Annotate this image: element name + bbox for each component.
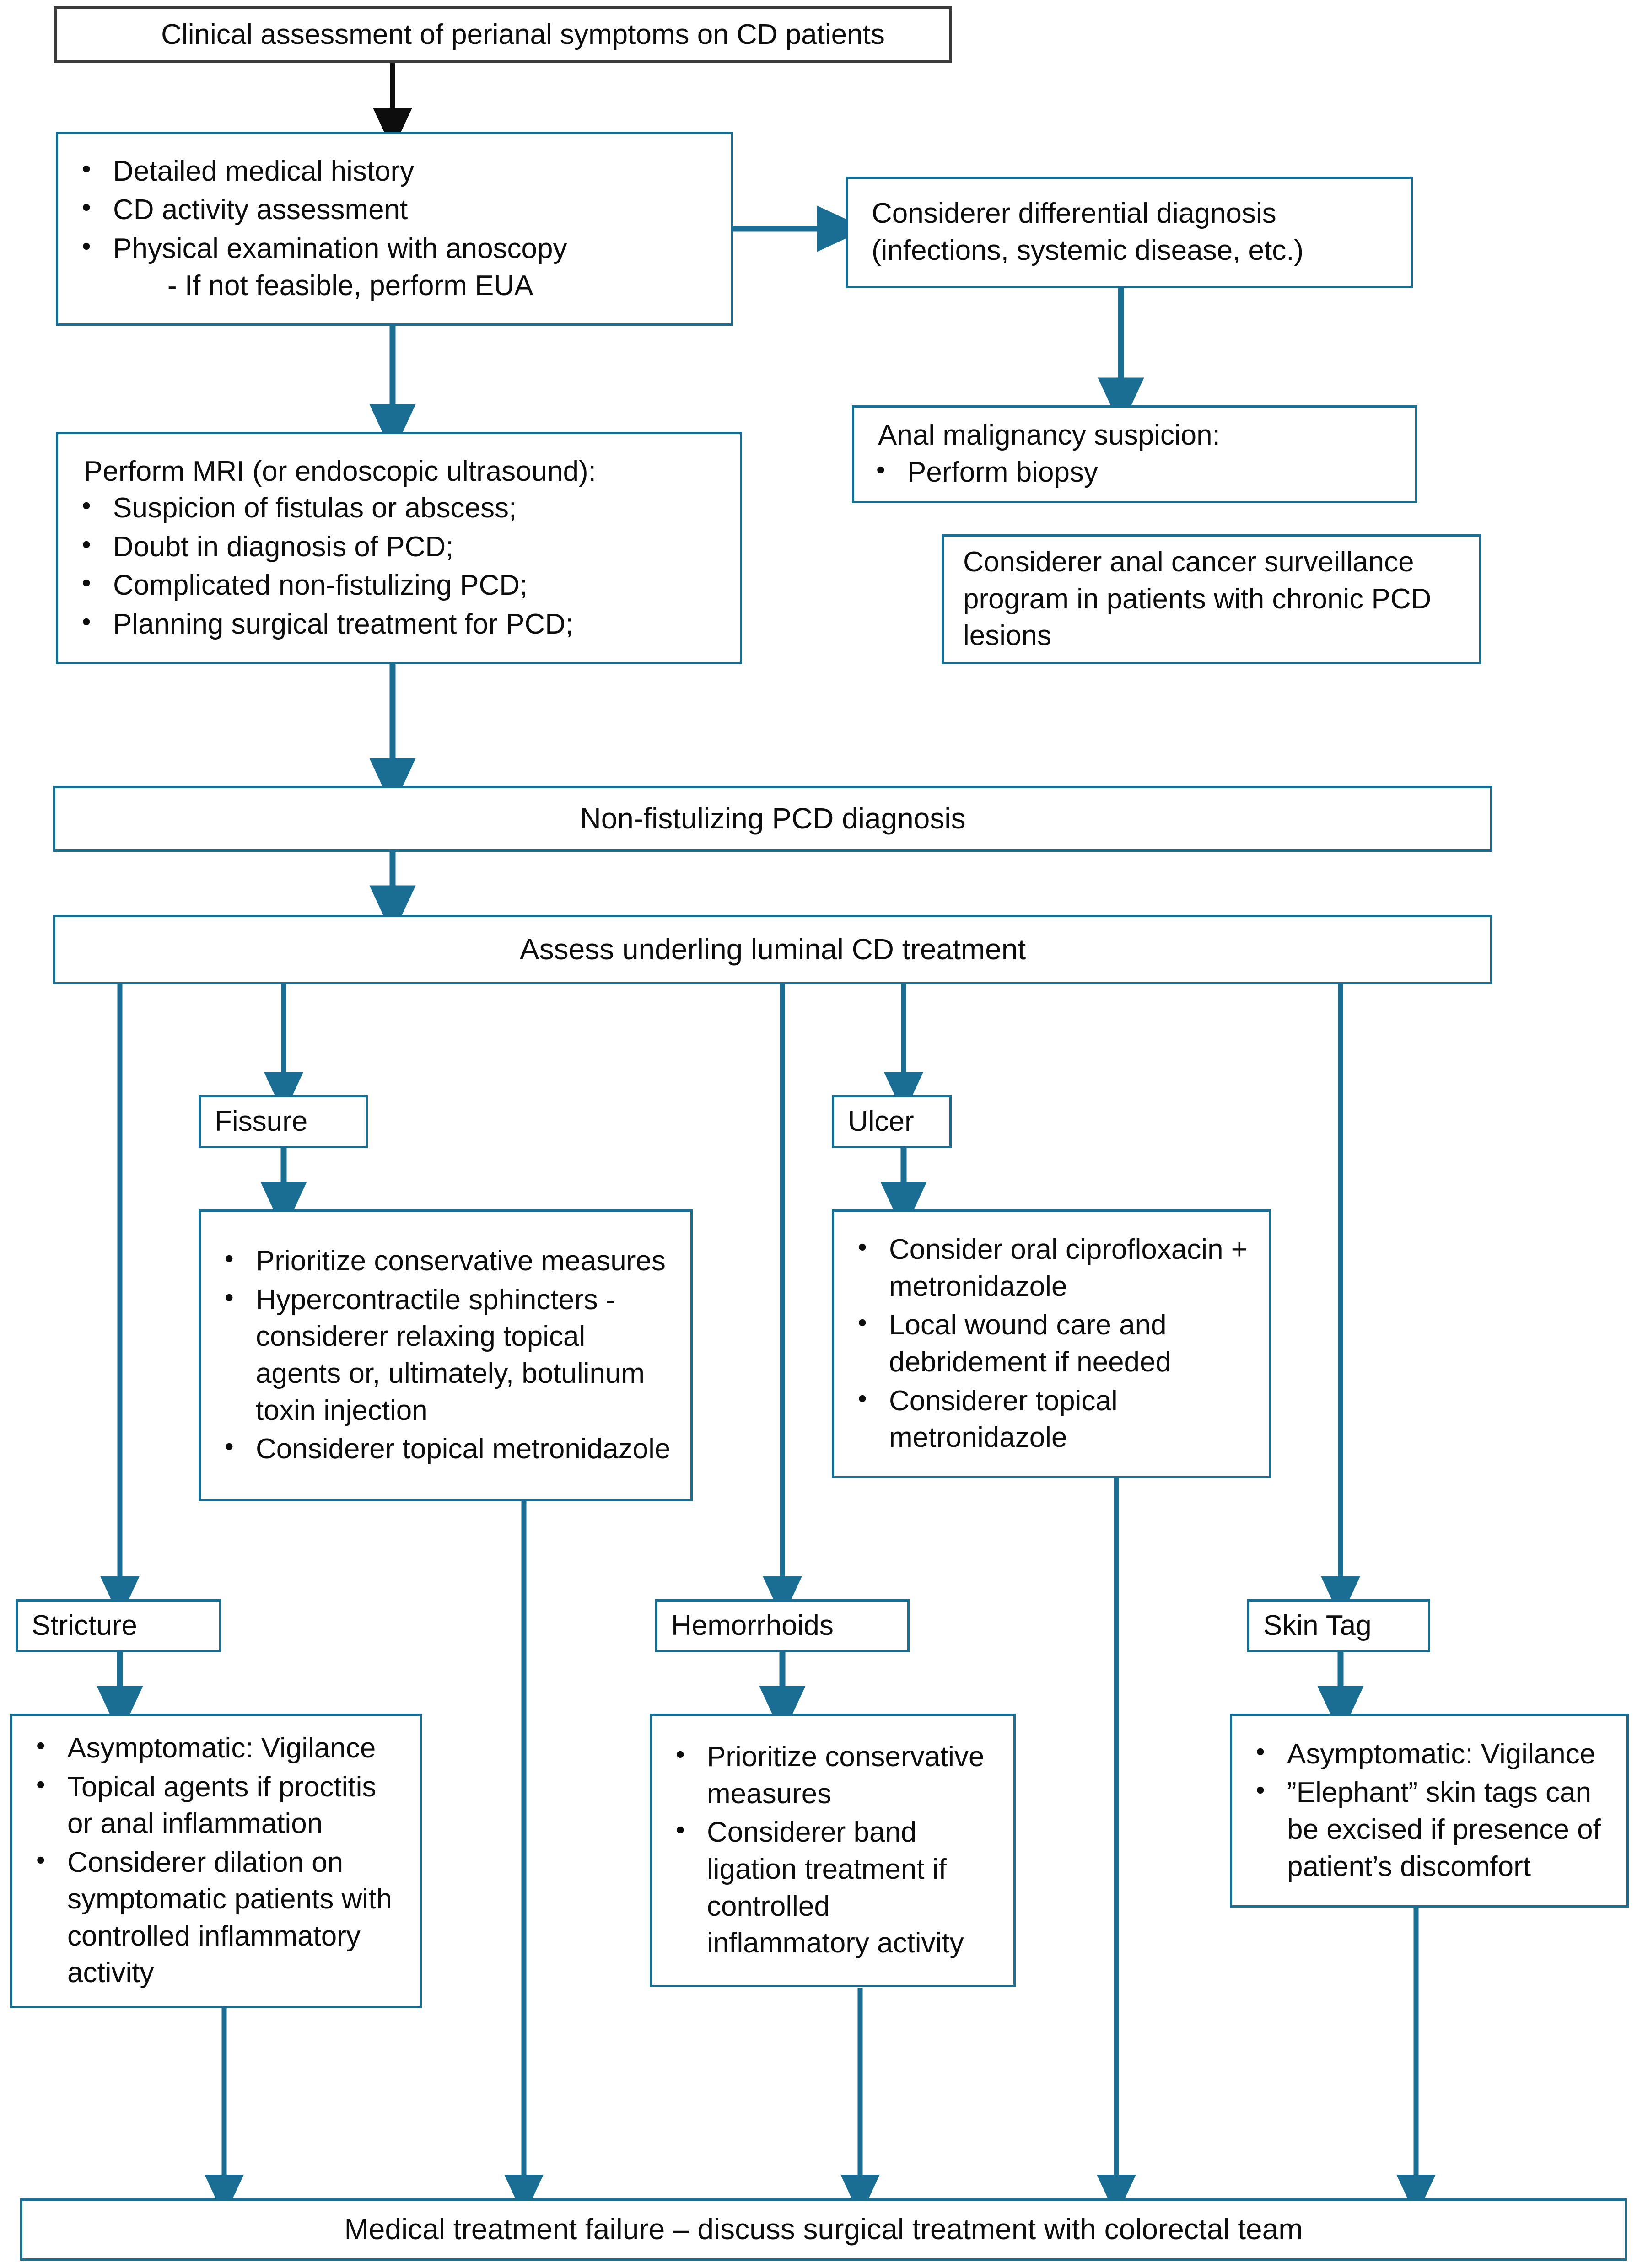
skintag-bullets: Asymptomatic: Vigilance ”Elephant” skin …	[1248, 1735, 1611, 1885]
fissure-label: Fissure	[215, 1105, 308, 1137]
malignancy-bullets: Perform biopsy	[868, 453, 1401, 491]
list-item: Considerer topical metronidazole	[216, 1430, 675, 1468]
node-hemorrhoids-detail[interactable]: Prioritize conservative measures Conside…	[650, 1714, 1016, 1987]
skintag-label: Skin Tag	[1263, 1609, 1372, 1641]
list-item: Local wound care and debridement if need…	[850, 1306, 1253, 1381]
list-item: Topical agents if proctitis or anal infl…	[28, 1768, 404, 1843]
ulcer-label: Ulcer	[848, 1105, 914, 1137]
imaging-title: Perform MRI (or endoscopic ultrasound):	[84, 455, 596, 487]
node-fissure-label[interactable]: Fissure	[199, 1095, 368, 1148]
hemorrhoids-label: Hemorrhoids	[671, 1609, 834, 1641]
list-item: Considerer dilation on symptomatic patie…	[28, 1843, 404, 1992]
node-differential-diagnosis[interactable]: Considerer differential diagnosis (infec…	[846, 177, 1413, 288]
list-item: Perform biopsy	[868, 453, 1401, 491]
list-item: Asymptomatic: Vigilance	[28, 1729, 404, 1767]
list-item: Considerer topical metronidazole	[850, 1382, 1253, 1456]
node-cancer-surveillance[interactable]: Considerer anal cancer surveillance prog…	[942, 534, 1481, 664]
node-stricture-detail[interactable]: Asymptomatic: Vigilance Topical agents i…	[10, 1714, 422, 2008]
list-item: ”Elephant” skin tags can be excised if p…	[1248, 1774, 1611, 1885]
stricture-label: Stricture	[32, 1609, 137, 1641]
stricture-bullets: Asymptomatic: Vigilance Topical agents i…	[28, 1729, 404, 1992]
list-item: CD activity assessment	[74, 191, 715, 229]
list-item: Prioritize conservative measures	[668, 1738, 998, 1812]
ulcer-bullets: Consider oral ciprofloxacin + metronidaz…	[850, 1231, 1253, 1456]
list-item: Physical examination with anoscopy	[74, 230, 715, 268]
node-diagnosis-banner[interactable]: Non-fistulizing PCD diagnosis	[53, 786, 1492, 852]
node-ulcer-detail[interactable]: Consider oral ciprofloxacin + metronidaz…	[832, 1209, 1271, 1478]
list-item: Suspicion of fistulas or abscess;	[74, 489, 724, 527]
initial-workup-subline: - If not feasible, perform EUA	[167, 269, 533, 301]
initial-workup-bullets: Detailed medical history CD activity ass…	[74, 152, 715, 268]
start-title: Clinical assessment of perianal symptoms…	[161, 18, 885, 50]
node-failure-banner[interactable]: Medical treatment failure – discuss surg…	[20, 2198, 1627, 2261]
node-imaging-mri[interactable]: Perform MRI (or endoscopic ultrasound): …	[56, 432, 742, 664]
assess-banner-label: Assess underling luminal CD treatment	[519, 933, 1026, 966]
surveillance-text: Considerer anal cancer surveillance prog…	[963, 546, 1432, 652]
node-ulcer-label[interactable]: Ulcer	[832, 1095, 952, 1148]
list-item: Considerer band ligation treatment if co…	[668, 1813, 998, 1962]
list-item: Consider oral ciprofloxacin + metronidaz…	[850, 1231, 1253, 1305]
list-item: Complicated non-fistulizing PCD;	[74, 566, 724, 604]
list-item: Prioritize conservative measures	[216, 1242, 675, 1280]
node-assess-banner[interactable]: Assess underling luminal CD treatment	[53, 915, 1492, 984]
node-stricture-label[interactable]: Stricture	[16, 1599, 221, 1652]
list-item: Doubt in diagnosis of PCD;	[74, 528, 724, 566]
imaging-bullets: Suspicion of fistulas or abscess; Doubt …	[74, 489, 724, 643]
node-skintag-label[interactable]: Skin Tag	[1247, 1599, 1430, 1652]
differential-line-2: (infections, systemic disease, etc.)	[872, 235, 1304, 266]
node-start[interactable]: Clinical assessment of perianal symptoms…	[54, 6, 952, 63]
fissure-bullets: Prioritize conservative measures Hyperco…	[216, 1242, 675, 1468]
hemorrhoids-bullets: Prioritize conservative measures Conside…	[668, 1738, 998, 1962]
diagnosis-banner-label: Non-fistulizing PCD diagnosis	[580, 802, 966, 835]
failure-banner-label: Medical treatment failure – discuss surg…	[344, 2213, 1303, 2246]
node-initial-workup[interactable]: Detailed medical history CD activity ass…	[56, 132, 733, 326]
node-anal-malignancy[interactable]: Anal malignancy suspicion: Perform biops…	[852, 405, 1417, 503]
list-item: Hypercontractile sphincters - considerer…	[216, 1281, 675, 1429]
list-item: Detailed medical history	[74, 152, 715, 190]
list-item: Asymptomatic: Vigilance	[1248, 1735, 1611, 1773]
node-fissure-detail[interactable]: Prioritize conservative measures Hyperco…	[199, 1209, 693, 1501]
node-skintag-detail[interactable]: Asymptomatic: Vigilance ”Elephant” skin …	[1230, 1714, 1629, 1908]
malignancy-title: Anal malignancy suspicion:	[878, 419, 1220, 451]
node-hemorrhoids-label[interactable]: Hemorrhoids	[655, 1599, 910, 1652]
differential-line-1: Considerer differential diagnosis	[872, 198, 1276, 230]
list-item: Planning surgical treatment for PCD;	[74, 605, 724, 643]
